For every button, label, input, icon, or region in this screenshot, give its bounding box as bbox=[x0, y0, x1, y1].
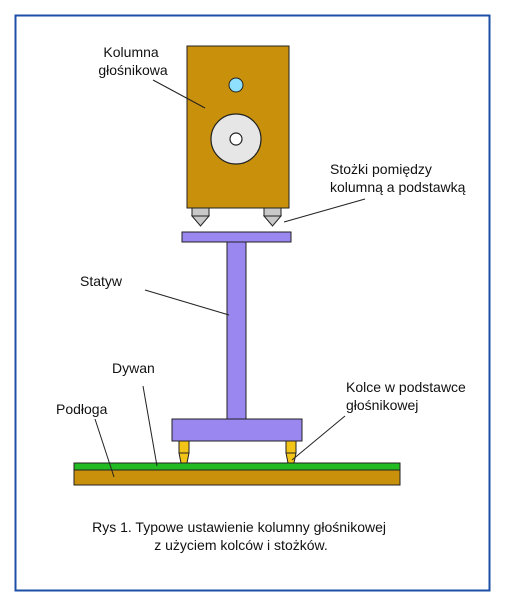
cone-right bbox=[262, 207, 283, 227]
label-stand: Statyw bbox=[80, 273, 123, 289]
leader-floor bbox=[94, 418, 115, 478]
floor bbox=[73, 469, 401, 486]
stand-top-plate bbox=[181, 231, 292, 243]
label-speaker: Kolumna głośnikowa bbox=[98, 44, 167, 78]
leader-stand bbox=[144, 289, 230, 316]
carpet bbox=[73, 462, 401, 471]
leader-speaker bbox=[152, 79, 206, 109]
stand-column bbox=[226, 241, 247, 420]
figure-caption: Rys 1. Typowe ustawienie kolumny głośnik… bbox=[92, 519, 390, 553]
label-floor: Podłoga bbox=[56, 401, 108, 417]
tweeter bbox=[228, 77, 244, 93]
label-spikes: Kolce w podstawce głośnikowej bbox=[346, 379, 470, 413]
label-carpet: Dywan bbox=[112, 360, 155, 376]
woofer-center bbox=[229, 132, 243, 146]
label-cones: Stożki pomiędzy kolumną a podstawką bbox=[330, 161, 466, 195]
leader-cones bbox=[283, 198, 366, 223]
leader-carpet bbox=[142, 385, 158, 467]
stand-base bbox=[171, 418, 303, 442]
leader-spikes bbox=[291, 415, 346, 461]
cone-left bbox=[190, 207, 211, 227]
